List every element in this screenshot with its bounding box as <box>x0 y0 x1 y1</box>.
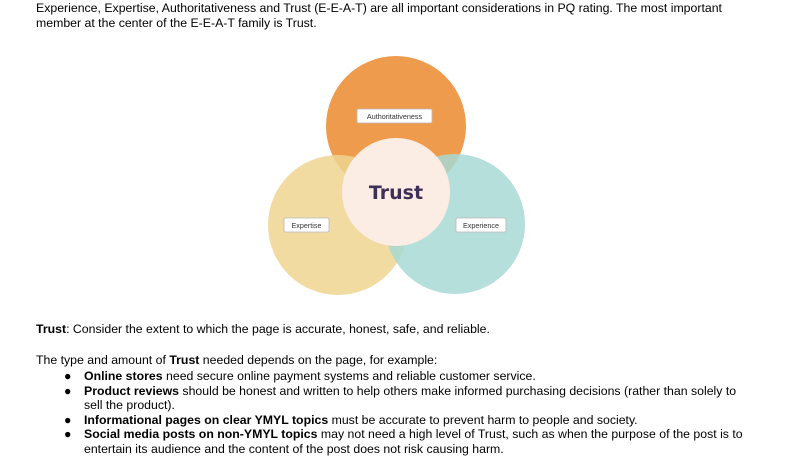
list-item: ● Product reviews should be honest and w… <box>36 384 756 413</box>
bullet-bold-text: Social media posts on non-YMYL topics <box>84 427 318 441</box>
bullet-icon: ● <box>64 427 72 441</box>
authoritativeness-label: Authoritativeness <box>367 112 423 121</box>
experience-label-box <box>455 217 507 233</box>
trust-definition-text: : Consider the extent to which the page … <box>66 322 490 336</box>
bullet-bold-text: Informational pages on clear YMYL topics <box>84 412 329 427</box>
bullet-text: should be honest and written to help oth… <box>84 383 737 413</box>
bullet-text: must be accurate to prevent harm to peop… <box>328 412 638 427</box>
bullet-bold-text: Product reviews <box>84 383 179 398</box>
list-item: ● Online stores need secure online payme… <box>36 369 756 384</box>
trust-definition: Trust: Consider the extent to which the … <box>36 322 490 337</box>
expertise-label: Expertise <box>292 221 322 230</box>
trust-definition-term: Trust <box>36 322 67 336</box>
trust-center-label: Trust <box>369 182 423 204</box>
eeat-venn-diagram: Authoritativeness Expertise Experience T… <box>268 56 525 295</box>
bullet-icon: ● <box>64 369 72 383</box>
trust-intro-term: Trust <box>169 353 200 367</box>
trust-intro: The type and amount of Trust needed depe… <box>36 353 437 368</box>
intro-paragraph: Experience, Expertise, Authoritativeness… <box>36 1 722 30</box>
trust-examples-list: ● Online stores need secure online payme… <box>36 369 756 456</box>
bullet-icon: ● <box>64 383 72 398</box>
expertise-label-box <box>283 217 330 233</box>
bullet-text: may not need a high level of Trust, such… <box>84 427 743 456</box>
list-item: ● Informational pages on clear YMYL topi… <box>36 413 756 428</box>
trust-intro-after: needed depends on the page, for example: <box>199 353 438 367</box>
bullet-text: need secure online payment systems and r… <box>162 369 536 383</box>
bullet-bold-text: Online stores <box>84 369 163 383</box>
list-item: ● Social media posts on non-YMYL topics … <box>36 427 756 456</box>
trust-center-circle <box>342 138 450 246</box>
authoritativeness-label-box <box>356 108 433 124</box>
experience-label: Experience <box>463 221 499 230</box>
bullet-icon: ● <box>64 412 72 427</box>
trust-intro-before: The type and amount of <box>36 353 170 367</box>
